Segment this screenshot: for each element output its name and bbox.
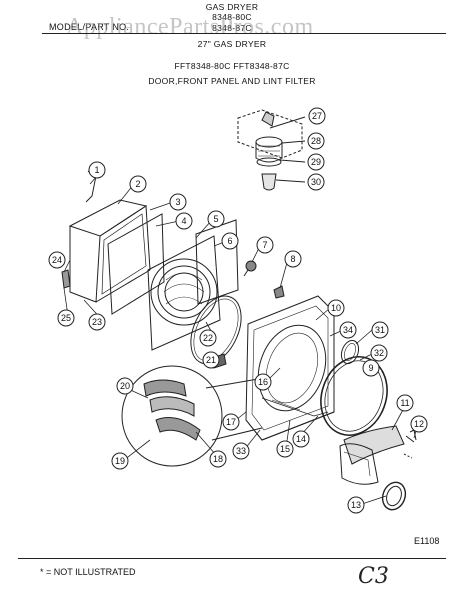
svg-text:14: 14 (296, 434, 306, 444)
callout-25: 25 (57, 309, 75, 327)
callout-24: 24 (48, 251, 66, 269)
magnified-latch-detail (121, 365, 265, 467)
callout-11: 11 (396, 394, 414, 412)
diagram-title: 27" GAS DRYER (197, 39, 267, 49)
svg-text:5: 5 (213, 214, 218, 224)
callout-21: 21 (202, 351, 220, 369)
svg-text:12: 12 (414, 419, 424, 429)
callout-6: 6 (221, 232, 239, 250)
lint-filter-assembly (237, 109, 306, 191)
model-label: MODEL/PART NO. (49, 22, 130, 32)
svg-text:18: 18 (213, 454, 223, 464)
door-assembly (68, 167, 285, 351)
callout-15: 15 (276, 440, 294, 458)
header-line3: 8348-87C (212, 23, 252, 33)
svg-text:4: 4 (181, 216, 186, 226)
svg-text:7: 7 (262, 240, 267, 250)
svg-text:21: 21 (206, 355, 216, 365)
svg-text:15: 15 (280, 444, 290, 454)
svg-text:23: 23 (92, 317, 102, 327)
callout-9: 9 (362, 359, 380, 377)
svg-text:30: 30 (311, 177, 321, 187)
diagram-code: E1108 (414, 536, 440, 546)
callout-5: 5 (207, 210, 225, 228)
svg-text:16: 16 (258, 377, 268, 387)
svg-text:3: 3 (175, 197, 180, 207)
svg-text:31: 31 (375, 325, 385, 335)
callout-8: 8 (284, 250, 302, 268)
svg-text:22: 22 (203, 333, 213, 343)
svg-text:2: 2 (135, 179, 140, 189)
header-line1: GAS DRYER (205, 2, 259, 12)
callout-18: 18 (209, 450, 227, 468)
callout-13: 13 (347, 496, 365, 514)
callout-7: 7 (256, 236, 274, 254)
footer-rule (18, 558, 446, 559)
door-screw (61, 269, 71, 289)
svg-text:24: 24 (52, 255, 62, 265)
callout-32: 32 (370, 344, 388, 362)
callout-28: 28 (307, 132, 325, 150)
model-numbers: FFT8348-80C FFT8348-87C (174, 61, 290, 71)
svg-text:34: 34 (343, 325, 353, 335)
svg-text:8: 8 (290, 254, 295, 264)
svg-text:33: 33 (236, 446, 246, 456)
svg-text:20: 20 (120, 381, 130, 391)
svg-text:19: 19 (115, 456, 125, 466)
callout-20: 20 (116, 377, 134, 395)
callout-14: 14 (292, 430, 310, 448)
front-panel-assembly (245, 295, 335, 441)
callout-bubbles: 1 2 3 4 5 6 7 8 9 10 11 12 13 14 15 16 1… (48, 107, 428, 514)
header-line2: 8348-80C (212, 12, 252, 22)
callout-19: 19 (111, 452, 129, 470)
door-ring-large (320, 356, 388, 436)
handwritten-mark: C3 (358, 564, 389, 589)
svg-text:32: 32 (374, 348, 384, 358)
svg-text:28: 28 (311, 136, 321, 146)
callout-17: 17 (222, 413, 240, 431)
svg-text:6: 6 (227, 236, 232, 246)
svg-text:13: 13 (351, 500, 361, 510)
svg-text:11: 11 (400, 398, 409, 408)
watermark: AppliancePartsPros.com (66, 14, 314, 40)
callout-29: 29 (307, 153, 325, 171)
callout-1: 1 (88, 161, 106, 179)
svg-text:17: 17 (226, 417, 236, 427)
callout-3: 3 (169, 193, 187, 211)
callout-34: 34 (339, 321, 357, 339)
callout-27: 27 (308, 107, 326, 125)
svg-text:25: 25 (61, 313, 71, 323)
callout-23: 23 (88, 313, 106, 331)
callout-10: 10 (327, 299, 345, 317)
callout-31: 31 (371, 321, 389, 339)
callout-2: 2 (129, 175, 147, 193)
callout-16: 16 (254, 373, 272, 391)
callout-22: 22 (199, 329, 217, 347)
svg-text:27: 27 (312, 111, 322, 121)
section-title: DOOR,FRONT PANEL AND LINT FILTER (148, 76, 316, 86)
callout-12: 12 (410, 415, 428, 433)
callout-4: 4 (175, 212, 193, 230)
svg-text:29: 29 (311, 157, 321, 167)
callout-30: 30 (307, 173, 325, 191)
svg-text:1: 1 (94, 165, 99, 175)
svg-text:9: 9 (368, 363, 373, 373)
header-rule (42, 33, 446, 34)
lint-chute (339, 425, 417, 511)
footnote: * = NOT ILLUSTRATED (40, 567, 136, 577)
ring-31 (340, 339, 360, 365)
door-seal-ring (190, 295, 242, 365)
svg-text:10: 10 (331, 303, 341, 313)
callout-33: 33 (232, 442, 250, 460)
